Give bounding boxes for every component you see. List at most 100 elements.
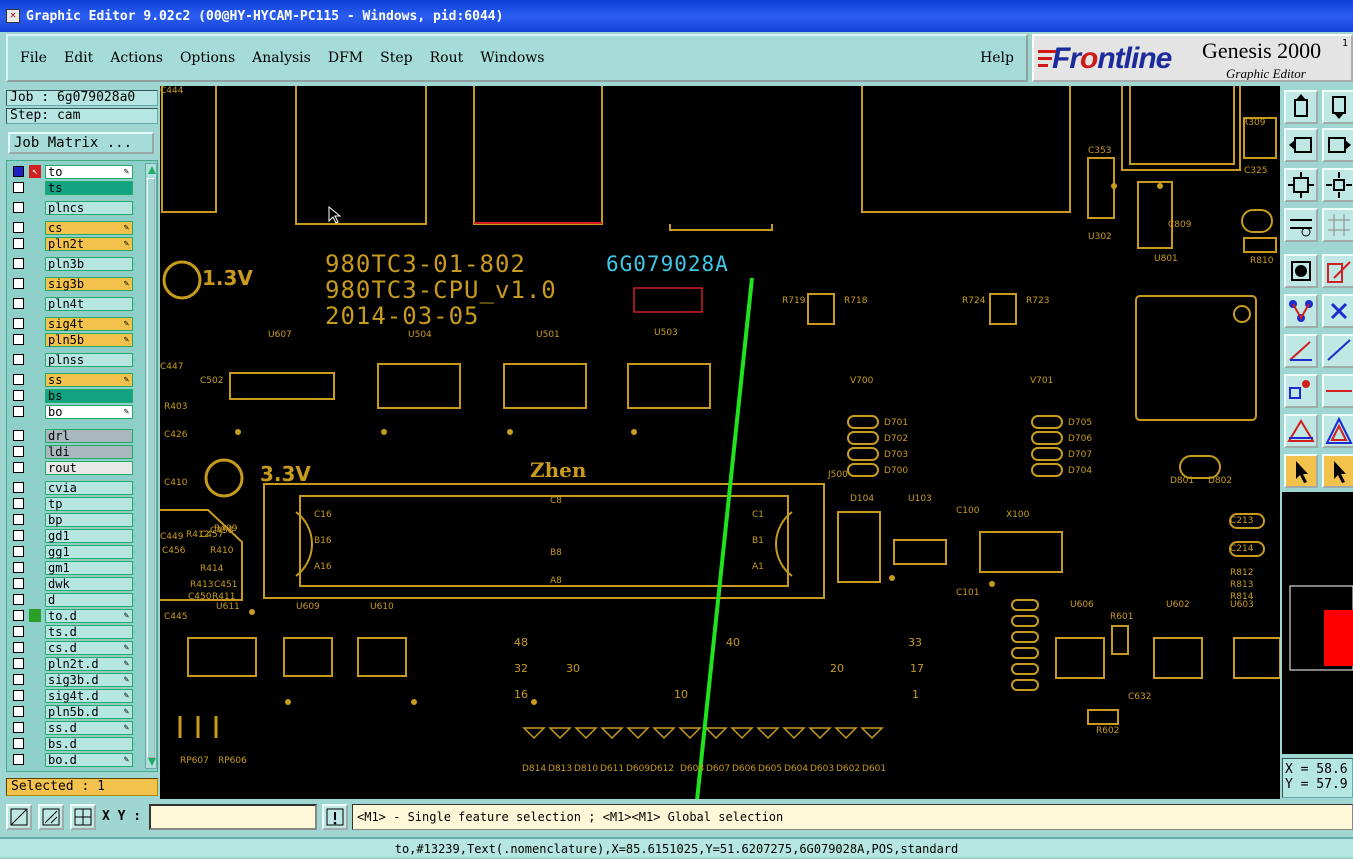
- layer-name[interactable]: ss✎: [45, 373, 133, 387]
- minimap[interactable]: [1282, 492, 1353, 754]
- tool-select-alt-icon[interactable]: [1322, 454, 1353, 488]
- tool-snap-line-icon[interactable]: [1322, 374, 1353, 408]
- graphics-canvas[interactable]: 980TC3-01-802 980TC3-CPU_v1.0 2014-03-05…: [160, 86, 1280, 799]
- layer-checkbox[interactable]: [13, 354, 24, 365]
- layer-name[interactable]: sig4t✎: [45, 317, 133, 331]
- tool-feature-icon[interactable]: [1322, 254, 1353, 288]
- layer-checkbox[interactable]: [13, 498, 24, 509]
- layer-row-bo[interactable]: bo✎: [11, 405, 133, 419]
- layer-checkbox[interactable]: [13, 406, 24, 417]
- layer-row-bs-d[interactable]: bs.d: [11, 737, 133, 751]
- layer-name[interactable]: drl: [45, 429, 133, 443]
- layer-checkbox[interactable]: [13, 318, 24, 329]
- layer-row-sig4t-d[interactable]: sig4t.d✎: [11, 689, 133, 703]
- layer-checkbox[interactable]: [13, 462, 24, 473]
- layer-row-cs[interactable]: cs✎: [11, 221, 133, 235]
- layer-row-ts[interactable]: ts: [11, 181, 133, 195]
- layer-name[interactable]: to✎: [45, 165, 133, 179]
- layer-checkbox[interactable]: [13, 674, 24, 685]
- layer-row-gd1[interactable]: gd1: [11, 529, 133, 543]
- layer-name[interactable]: bp: [45, 513, 133, 527]
- layer-checkbox[interactable]: [13, 754, 24, 765]
- layer-checkbox[interactable]: [13, 258, 24, 269]
- layer-row-gm1[interactable]: gm1: [11, 561, 133, 575]
- tool-triangle-icon[interactable]: [1284, 414, 1318, 448]
- tool-net-icon[interactable]: [1284, 294, 1318, 328]
- layer-row-pln2t-d[interactable]: pln2t.d✎: [11, 657, 133, 671]
- layer-row-rout[interactable]: rout: [11, 461, 133, 475]
- tool-pan-left-icon[interactable]: [1284, 128, 1318, 162]
- menu-edit[interactable]: Edit: [63, 50, 94, 66]
- tool-select-icon[interactable]: [1284, 454, 1318, 488]
- menu-actions[interactable]: Actions: [110, 50, 163, 66]
- layer-name[interactable]: to.d✎: [45, 609, 133, 623]
- layer-checkbox[interactable]: [13, 430, 24, 441]
- edit-line-icon[interactable]: [38, 804, 64, 830]
- layer-checkbox[interactable]: [13, 562, 24, 573]
- layer-row-bp[interactable]: bp: [11, 513, 133, 527]
- layer-name[interactable]: cvia: [45, 481, 133, 495]
- layer-name[interactable]: ldi: [45, 445, 133, 459]
- scroll-down-icon[interactable]: [147, 757, 157, 767]
- layer-row-pln5b-d[interactable]: pln5b.d✎: [11, 705, 133, 719]
- layer-checkbox[interactable]: [13, 278, 24, 289]
- layer-name[interactable]: sig3b.d✎: [45, 673, 133, 687]
- layer-checkbox[interactable]: [13, 546, 24, 557]
- layer-row-ts-d[interactable]: ts.d: [11, 625, 133, 639]
- layer-name[interactable]: gd1: [45, 529, 133, 543]
- layer-name[interactable]: plncs: [45, 201, 133, 215]
- scroll-up-icon[interactable]: [147, 165, 157, 175]
- tool-cross-icon[interactable]: [1322, 294, 1353, 328]
- pcb-drawing[interactable]: [160, 86, 1280, 799]
- menu-rout[interactable]: Rout: [429, 50, 464, 66]
- tool-pan-right-icon[interactable]: [1322, 128, 1353, 162]
- layer-row-plncs[interactable]: plncs: [11, 201, 133, 215]
- layer-row-ss-d[interactable]: ss.d✎: [11, 721, 133, 735]
- layer-row-ldi[interactable]: ldi: [11, 445, 133, 459]
- layer-checkbox[interactable]: [13, 690, 24, 701]
- zoom-rect-icon[interactable]: [6, 804, 32, 830]
- snap-grid-icon[interactable]: [70, 804, 96, 830]
- layer-row-pln2t[interactable]: pln2t✎: [11, 237, 133, 251]
- layer-checkbox[interactable]: [13, 202, 24, 213]
- tool-measure-icon[interactable]: [1284, 208, 1318, 242]
- layer-name[interactable]: pln2t.d✎: [45, 657, 133, 671]
- layer-row-drl[interactable]: drl: [11, 429, 133, 443]
- layer-row-tp[interactable]: tp: [11, 497, 133, 511]
- layer-checkbox[interactable]: [13, 390, 24, 401]
- tool-display-icon[interactable]: [1284, 254, 1318, 288]
- layer-checkbox[interactable]: [13, 530, 24, 541]
- tool-grid-icon[interactable]: [1322, 208, 1353, 242]
- layer-name[interactable]: pln4t: [45, 297, 133, 311]
- tool-pad-icon[interactable]: [1284, 374, 1318, 408]
- menu-dfm[interactable]: DFM: [327, 50, 364, 66]
- layer-name[interactable]: gm1: [45, 561, 133, 575]
- layer-checkbox[interactable]: [13, 578, 24, 589]
- layer-row-bs[interactable]: bs: [11, 389, 133, 403]
- alert-icon[interactable]: [322, 804, 348, 830]
- scrollbar-thumb[interactable]: [147, 178, 155, 758]
- menu-file[interactable]: File: [20, 50, 47, 66]
- board-job-text[interactable]: 6G079028A: [606, 252, 729, 276]
- layer-name[interactable]: pln3b: [45, 257, 133, 271]
- tool-open-icon[interactable]: [1284, 90, 1318, 124]
- layer-checkbox[interactable]: [13, 482, 24, 493]
- layer-row-dwk[interactable]: dwk: [11, 577, 133, 591]
- menu-step[interactable]: Step: [380, 50, 413, 66]
- layer-row-sig4t[interactable]: sig4t✎: [11, 317, 133, 331]
- layer-name[interactable]: sig4t.d✎: [45, 689, 133, 703]
- layer-checkbox[interactable]: [13, 722, 24, 733]
- layer-row-to-d[interactable]: to.d✎: [11, 609, 133, 623]
- tool-save-icon[interactable]: [1322, 90, 1353, 124]
- xy-input[interactable]: [149, 804, 317, 830]
- tool-line-icon[interactable]: [1284, 334, 1318, 368]
- layer-checkbox[interactable]: [13, 182, 24, 193]
- layer-name[interactable]: bo✎: [45, 405, 133, 419]
- layer-name[interactable]: rout: [45, 461, 133, 475]
- layer-name[interactable]: pln2t✎: [45, 237, 133, 251]
- layer-checkbox[interactable]: [13, 222, 24, 233]
- layer-checkbox[interactable]: [13, 374, 24, 385]
- layer-name[interactable]: tp: [45, 497, 133, 511]
- layer-row-plnss[interactable]: plnss: [11, 353, 133, 367]
- layer-checkbox[interactable]: [13, 446, 24, 457]
